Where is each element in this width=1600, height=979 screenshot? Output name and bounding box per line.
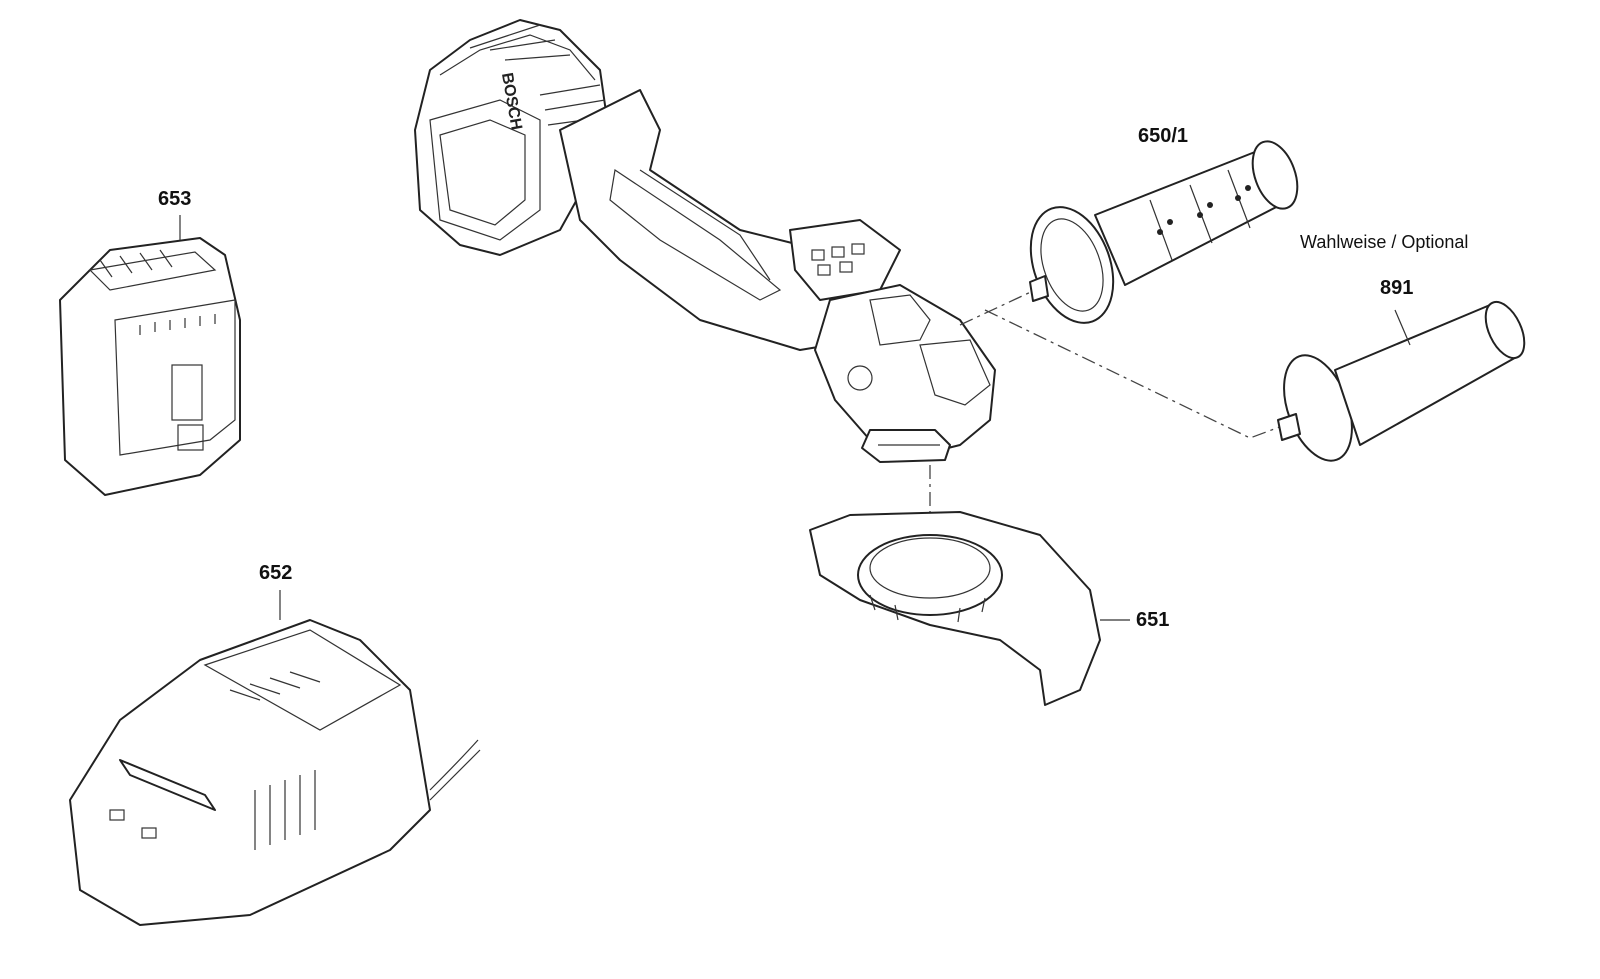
battery-pack-653 [59,215,241,496]
side-handle-650-1 [1029,140,1299,324]
optional-note: Wahlweise / Optional [1300,232,1469,252]
part-label-650-1: 650/1 [1138,125,1189,147]
part-label-653: 653 [158,188,192,210]
part-label-652: 652 [259,562,293,584]
part-label-891: 891 [1380,277,1414,299]
charger-652 [69,590,481,926]
assembly-axis-line [959,289,1036,326]
assembly-axis-line [984,309,1286,439]
part-label-651: 651 [1136,609,1170,631]
wheel-guard-651 [809,511,1130,706]
side-handle-891 [1277,300,1526,462]
angle-grinder: BOSCH [414,19,996,463]
